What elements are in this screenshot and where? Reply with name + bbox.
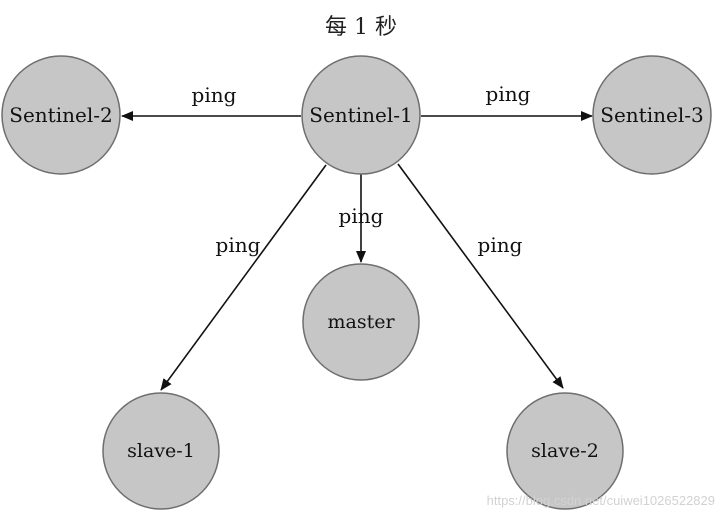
node-label-master: master <box>327 311 395 333</box>
edge-label-sentinel-2: ping <box>192 83 237 107</box>
edge-label-slave-1: ping <box>216 233 261 257</box>
node-label-slave-2: slave-2 <box>531 440 599 462</box>
node-label-sentinel-3: Sentinel-3 <box>600 103 703 127</box>
node-sentinel-3: Sentinel-3 <box>592 55 712 175</box>
edge-label-master: ping <box>339 204 384 228</box>
edge-sentinel-1-to-slave-1 <box>160 164 327 391</box>
node-sentinel-2: Sentinel-2 <box>1 55 121 175</box>
edge-sentinel-1-to-slave-2 <box>397 163 564 389</box>
nodes: Sentinel-1 Sentinel-2 Sentinel-3 master … <box>1 55 712 510</box>
node-slave-1: slave-1 <box>102 392 220 510</box>
node-slave-2: slave-2 <box>506 392 624 510</box>
node-label-slave-1: slave-1 <box>127 440 195 462</box>
node-label-sentinel-1: Sentinel-1 <box>309 103 412 127</box>
diagram-title: 每 1 秒 <box>325 15 397 40</box>
node-master: master <box>302 263 420 381</box>
node-sentinel-1: Sentinel-1 <box>301 55 421 175</box>
edge-label-sentinel-3: ping <box>486 82 531 106</box>
edges: ping ping ping ping ping <box>121 82 593 391</box>
edge-label-slave-2: ping <box>478 233 523 257</box>
watermark-url: https://blog.csdn.net/cuiwei1026522829 <box>487 493 715 508</box>
node-label-sentinel-2: Sentinel-2 <box>9 103 112 127</box>
